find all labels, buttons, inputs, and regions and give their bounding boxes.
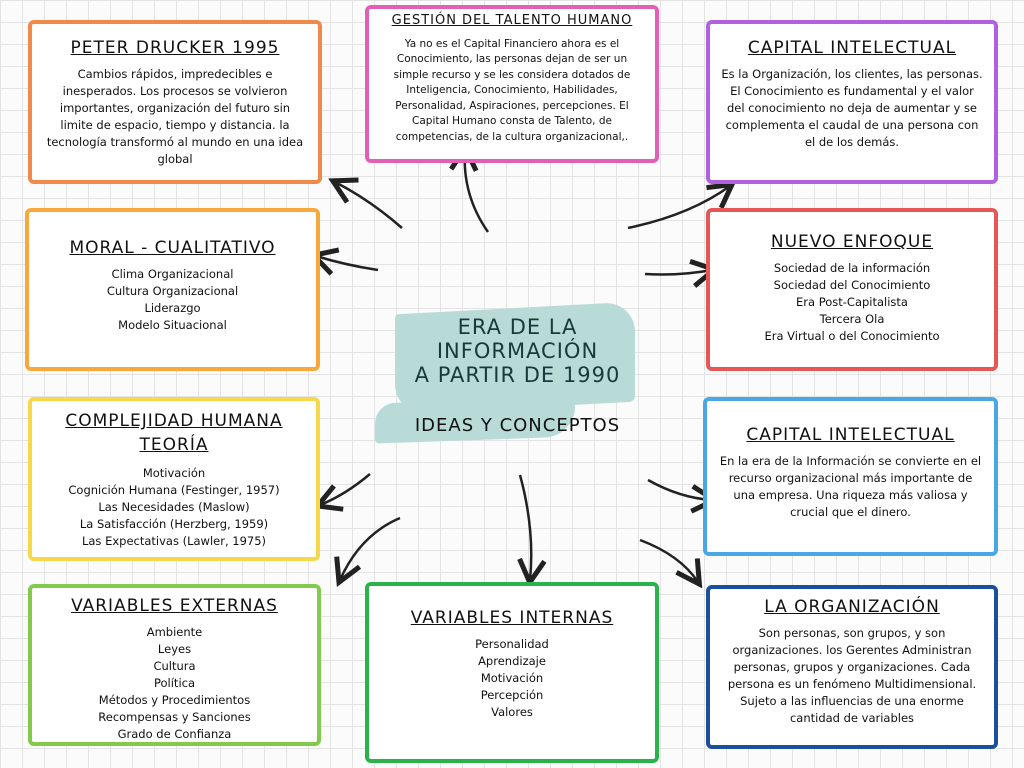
title-line: A PARTIR DE 1990	[414, 363, 621, 387]
card-title: NUEVO ENFOQUE	[770, 232, 934, 252]
list-item: Personalidad	[475, 637, 549, 652]
card-title: CAPITAL INTELECTUAL	[746, 425, 955, 445]
card-title: VARIABLES INTERNAS	[410, 608, 614, 628]
list-item: Sociedad del Conocimiento	[773, 278, 931, 293]
list-item: Grado de Confianza	[117, 727, 232, 742]
title-line: INFORMACIÓN	[436, 339, 599, 363]
list-item: Métodos y Procedimientos	[98, 693, 251, 708]
arrow-to-capital1	[627, 186, 730, 230]
list-item: Era Post-Capitalista	[796, 295, 908, 310]
arrow-to-organizacion	[639, 538, 698, 582]
list-item: Sociedad de la información	[773, 261, 931, 276]
card-text: En la era de la Información se convierte…	[719, 454, 982, 520]
card-gestion-talento: GESTIÓN DEL TALENTO HUMANO Ya no es el C…	[365, 5, 659, 163]
arrow-to-drucker	[335, 182, 403, 229]
card-text: Es la Organización, los clientes, las pe…	[721, 67, 983, 150]
list-item: Clima Organizacional	[111, 267, 234, 282]
list-item: Cognición Humana (Festinger, 1957)	[68, 483, 280, 497]
list-item: Motivación	[142, 466, 206, 480]
list-item: Era Virtual o del Conocimiento	[764, 329, 940, 344]
card-text: Son personas, son grupos, y son organiza…	[727, 626, 977, 726]
list-item: Valores	[491, 705, 533, 720]
card-title: VARIABLES EXTERNAS	[71, 596, 278, 616]
card-la-organizacion: LA ORGANIZACIÓN Son personas, son grupos…	[706, 585, 998, 749]
card-text: Cambios rápidos, impredecibles e inesper…	[46, 67, 304, 167]
arrow-to-complejidad	[320, 473, 371, 505]
list-item: Liderazgo	[144, 301, 201, 316]
card-capital-intelectual-1: CAPITAL INTELECTUAL Es la Organización, …	[706, 20, 998, 184]
central-topic: ERA DE LA INFORMACIÓN A PARTIR DE 1990 I…	[375, 300, 640, 450]
card-peter-drucker: PETER DRUCKER 1995 Cambios rápidos, impr…	[28, 20, 322, 184]
card-moral-cualitativo: MORAL - CUALITATIVO Clima Organizacional…	[25, 208, 320, 371]
list-item: La Satisfacción (Herzberg, 1959)	[79, 517, 269, 531]
card-title: MORAL - CUALITATIVO	[69, 238, 276, 258]
arrow-to-externas	[340, 516, 401, 580]
list-item: Ambiente	[146, 625, 203, 640]
card-text: Ya no es el Capital Financiero ahora es …	[393, 37, 631, 143]
list-item: Política	[153, 676, 196, 691]
card-title: CAPITAL INTELECTUAL	[747, 38, 957, 58]
list-item: Modelo Situacional	[118, 318, 227, 333]
list-item: Las Necesidades (Maslow)	[98, 500, 250, 514]
card-title: PETER DRUCKER 1995	[70, 38, 280, 58]
list-item: Leyes	[157, 642, 192, 657]
list-item: Las Expectativas (Lawler, 1975)	[81, 534, 267, 548]
card-nuevo-enfoque: NUEVO ENFOQUE Sociedad de la información…	[706, 208, 998, 371]
list-item: Aprendizaje	[478, 654, 546, 669]
title-line: ERA DE LA	[457, 315, 578, 339]
list-item: Cultura	[153, 659, 196, 674]
card-title: COMPLEJIDAD HUMANA TEORÍA	[65, 411, 283, 455]
list-item: Tercera Ola	[819, 312, 885, 327]
list-item: Recompensas y Sanciones	[98, 710, 251, 725]
central-subtitle: IDEAS Y CONCEPTOS	[414, 415, 621, 436]
list-item: Motivación	[480, 671, 544, 686]
card-capital-intelectual-2: CAPITAL INTELECTUAL En la era de la Info…	[703, 397, 998, 556]
arrow-to-internas	[520, 474, 531, 580]
arrow-to-nuevo	[644, 270, 712, 275]
central-title: ERA DE LA INFORMACIÓN A PARTIR DE 1990	[395, 315, 640, 387]
card-title: GESTIÓN DEL TALENTO HUMANO	[391, 13, 633, 28]
arrow-to-moral	[316, 256, 379, 270]
list-item: Cultura Organizacional	[106, 284, 239, 299]
card-title: LA ORGANIZACIÓN	[764, 597, 940, 617]
list-item: Percepción	[480, 688, 544, 703]
